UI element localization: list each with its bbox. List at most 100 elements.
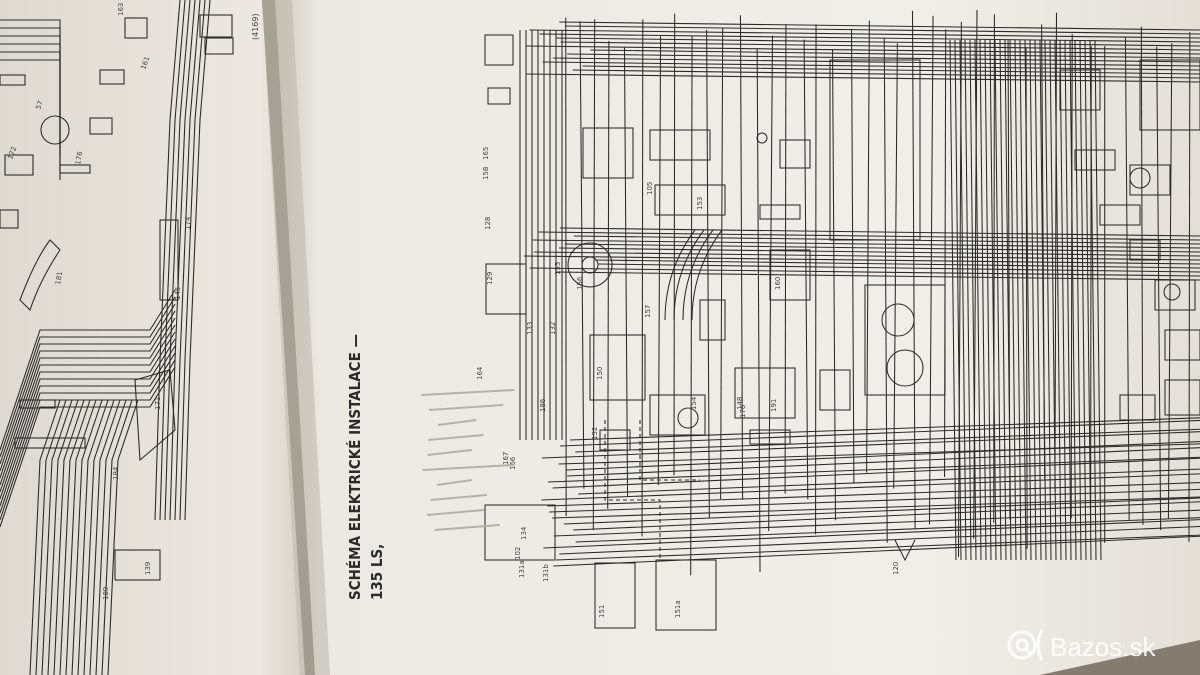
dashed-wire xyxy=(639,420,700,481)
wire xyxy=(803,39,809,500)
wire xyxy=(107,399,139,675)
at-sign-logo-icon xyxy=(1007,629,1044,661)
faint-line xyxy=(429,404,504,411)
wire xyxy=(89,399,121,675)
wire xyxy=(883,37,888,543)
component-label: 160 xyxy=(774,277,782,290)
schema-heading-line2: 135 LS, xyxy=(368,544,386,600)
component-box xyxy=(484,34,514,66)
wire xyxy=(558,247,1200,257)
gauge-symbol xyxy=(677,407,699,429)
wire xyxy=(597,263,1200,273)
component-label: 154 xyxy=(690,396,698,410)
component-label: 105 xyxy=(646,182,654,195)
wire xyxy=(1034,39,1042,561)
component-box xyxy=(114,549,161,581)
wire xyxy=(564,243,1200,253)
wire xyxy=(690,35,693,576)
wire xyxy=(623,47,629,497)
wire xyxy=(77,399,109,675)
wire xyxy=(1059,39,1067,561)
wire xyxy=(526,73,1200,83)
component-box xyxy=(749,429,791,445)
component-box xyxy=(599,429,631,451)
spark-lead xyxy=(691,229,723,321)
left-page-code: (4169) xyxy=(251,13,260,40)
schema-heading-line1: SCHÉMA ELEKTRICKÉ INSTALACE — xyxy=(345,334,364,600)
component-box xyxy=(649,394,706,436)
component-box xyxy=(759,204,801,220)
wire xyxy=(534,251,1200,261)
distributor-symbol xyxy=(581,256,599,274)
gauge-symbol xyxy=(886,349,924,387)
wire xyxy=(595,259,1200,269)
wire xyxy=(575,517,1200,543)
component-box xyxy=(89,117,113,135)
wire xyxy=(567,53,1200,63)
dashed-wire xyxy=(604,420,661,560)
left-wiring-diagram xyxy=(0,0,234,675)
wire xyxy=(1014,39,1022,561)
wire xyxy=(0,324,176,486)
wire xyxy=(570,417,1200,441)
component-box xyxy=(1099,204,1141,226)
faint-line xyxy=(436,479,472,486)
wire xyxy=(101,399,133,675)
watermark-text: Bazos.sk xyxy=(1050,632,1156,662)
faint-line xyxy=(422,464,514,471)
component-label: 174 xyxy=(184,216,192,230)
wire xyxy=(558,443,1200,465)
wire xyxy=(989,39,997,561)
wire xyxy=(641,19,644,537)
faint-body-text xyxy=(421,389,515,531)
wire xyxy=(541,473,1200,501)
wire xyxy=(984,39,992,561)
wire xyxy=(969,39,977,561)
component-box xyxy=(0,209,19,229)
component-symbol xyxy=(756,132,768,144)
wire xyxy=(543,519,1200,549)
component-box xyxy=(19,399,56,409)
wire xyxy=(1140,26,1144,525)
component-label: 156 xyxy=(576,276,584,290)
component-box xyxy=(0,74,26,86)
component-label: 128 xyxy=(484,217,492,230)
component-label: 184 xyxy=(112,466,120,480)
component-label: 171 xyxy=(154,397,162,410)
wire xyxy=(560,41,1200,51)
wire xyxy=(83,399,115,675)
wire xyxy=(553,509,1200,537)
component-box xyxy=(594,562,636,629)
component-label: 152 xyxy=(591,427,599,440)
right-wiring-diagram xyxy=(484,10,1200,631)
wire xyxy=(784,24,787,494)
component-label: 164 xyxy=(476,366,484,380)
wire xyxy=(979,39,987,561)
component-label: 139 xyxy=(144,562,152,575)
component-label: 189 xyxy=(102,587,110,600)
component-label: 186 xyxy=(539,398,547,412)
component-box xyxy=(1164,329,1200,361)
component-box xyxy=(124,17,148,39)
wire xyxy=(1029,39,1037,561)
wire xyxy=(71,399,103,675)
wire xyxy=(0,352,176,514)
wire xyxy=(0,317,176,479)
wire xyxy=(1069,39,1077,561)
component-label: 153 xyxy=(696,197,704,210)
wire xyxy=(566,441,1200,471)
wire xyxy=(579,21,585,489)
faint-line xyxy=(437,419,477,426)
wire xyxy=(1167,43,1173,519)
component-box xyxy=(779,139,811,169)
faint-line xyxy=(430,494,487,501)
component-symbol xyxy=(19,239,61,312)
component-box xyxy=(829,59,921,241)
wire xyxy=(1054,12,1058,491)
component-box xyxy=(485,263,527,315)
faint-line xyxy=(428,434,484,441)
wire xyxy=(179,0,206,521)
distributor-symbol xyxy=(567,242,613,288)
wire xyxy=(0,59,61,180)
wire xyxy=(657,36,662,485)
